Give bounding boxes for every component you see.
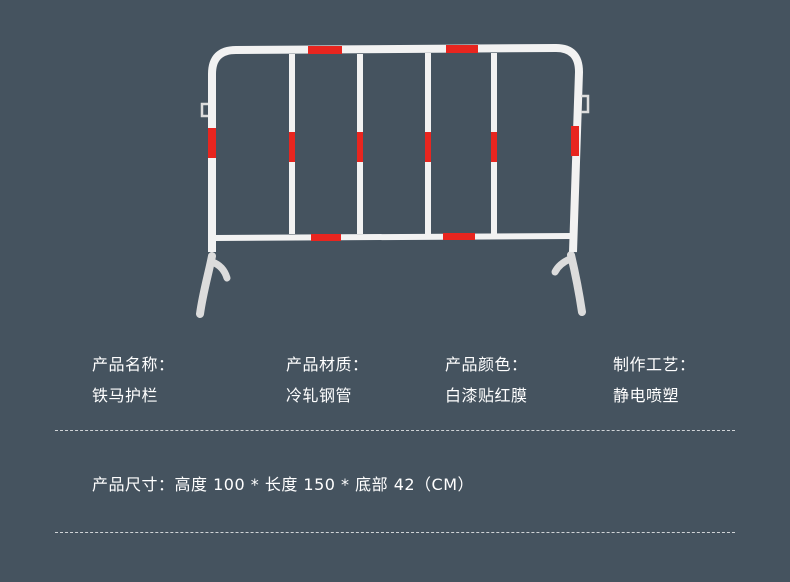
spec-process-label: 制作工艺：	[613, 355, 696, 374]
dashed-divider-top	[55, 430, 735, 431]
spec-color-label: 产品颜色：	[445, 355, 528, 374]
size-label: 产品尺寸：	[92, 475, 175, 494]
size-row: 产品尺寸：高度 100 * 长度 150 * 底部 42（CM）	[92, 475, 474, 495]
spec-material-value: 冷轧钢管	[286, 386, 353, 405]
spec-name-value: 铁马护栏	[92, 386, 159, 405]
spec-material-label: 产品材质：	[286, 355, 369, 374]
spec-color-value: 白漆贴红膜	[445, 386, 528, 405]
dashed-divider-bottom	[55, 532, 735, 533]
spec-process-value: 静电喷塑	[613, 386, 680, 405]
size-value: 高度 100 * 长度 150 * 底部 42（CM）	[174, 475, 475, 494]
spec-name-label: 产品名称：	[92, 355, 175, 374]
iron-barrier-image	[196, 44, 590, 318]
product-image	[196, 44, 590, 318]
